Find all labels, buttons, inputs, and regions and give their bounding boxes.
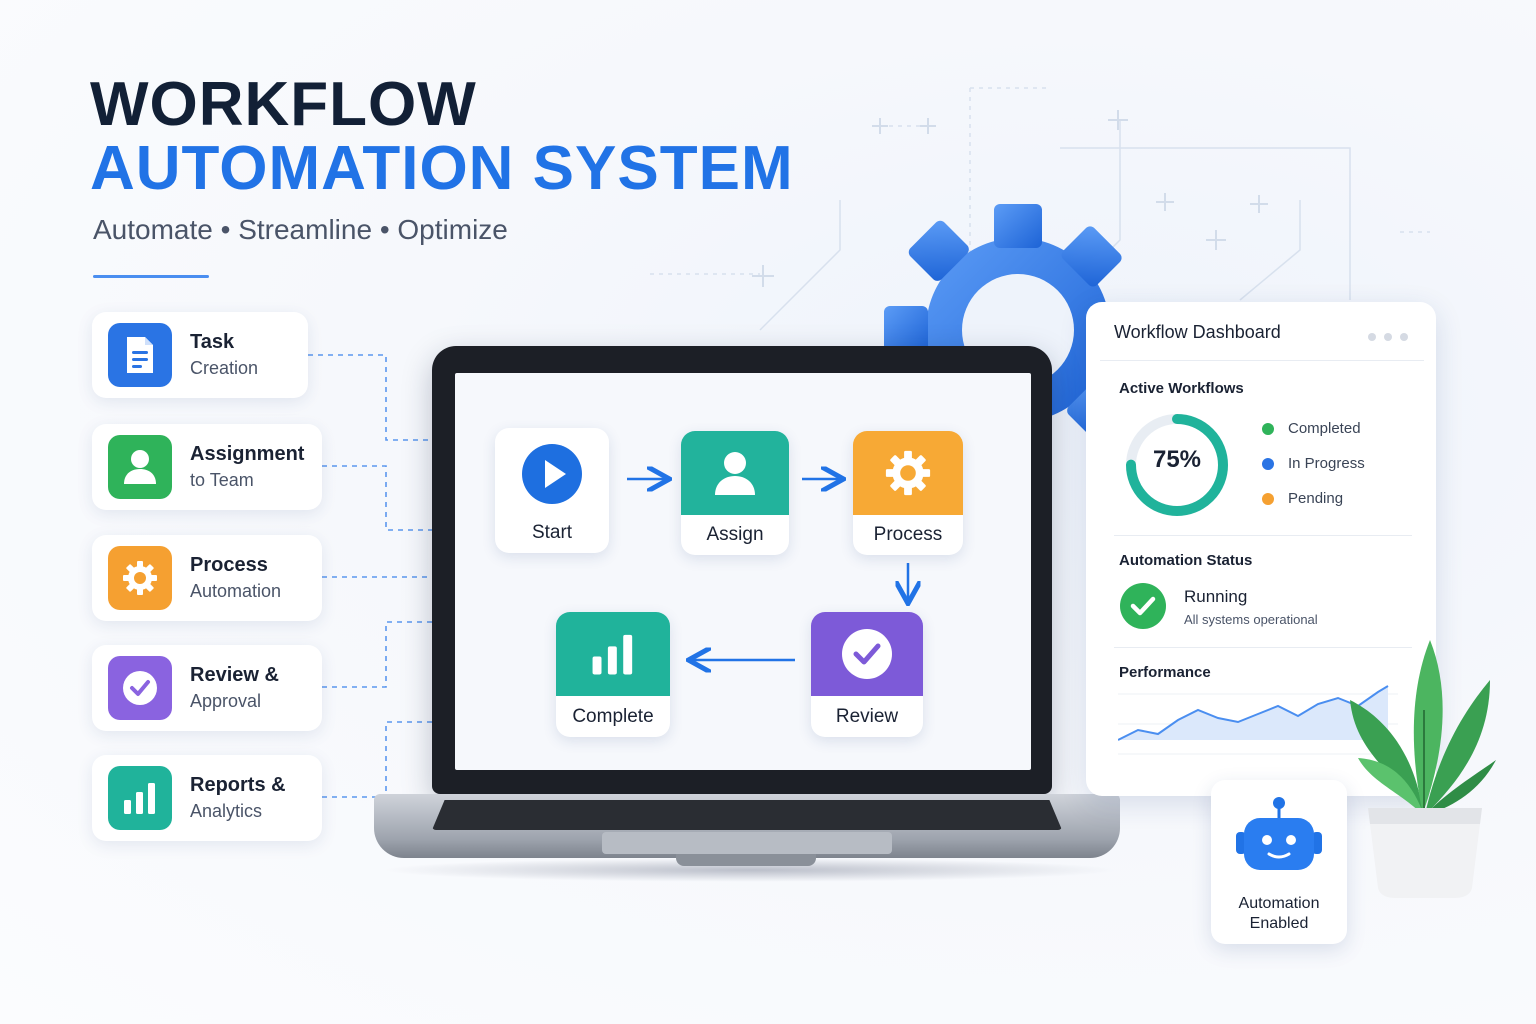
tagline: Automate • Streamline • Optimize — [93, 214, 508, 245]
status-dot — [1262, 457, 1274, 470]
feature-title: Assignment — [190, 443, 305, 465]
robot-label-line-1: Automation — [1238, 895, 1320, 912]
flow-node-label: Review — [835, 706, 899, 727]
flow-node-label: Process — [873, 524, 943, 545]
status-dot — [1262, 492, 1274, 505]
automation-status-title: Automation Status — [1119, 552, 1253, 569]
check-circle-icon — [811, 612, 923, 696]
title-line-2: AUTOMATION SYSTEM — [90, 134, 794, 203]
dashboard-divider — [1114, 647, 1412, 648]
gear-icon — [853, 431, 963, 515]
legend-label: Pending — [1288, 490, 1344, 507]
feature-subtitle: Analytics — [190, 801, 263, 821]
feature-assignment[interactable]: Assignment to Team — [92, 424, 322, 510]
laptop-notch — [676, 854, 816, 866]
feature-subtitle: to Team — [190, 470, 254, 490]
legend-in-progress: In Progress — [1262, 455, 1365, 472]
feature-task-creation[interactable]: Task Creation — [92, 312, 308, 398]
feature-review-approval[interactable]: Review & Approval — [92, 645, 322, 731]
laptop-keyboard — [432, 800, 1062, 830]
play-icon — [495, 428, 609, 520]
bar-chart-icon — [108, 766, 172, 830]
progress-ring — [1126, 414, 1228, 516]
feature-title: Reports & — [190, 774, 286, 796]
workflow-legend: Completed In Progress Pending — [1262, 420, 1365, 507]
plant-decoration — [1350, 640, 1496, 898]
document-icon — [108, 323, 172, 387]
laptop-trackpad — [602, 832, 892, 854]
accent-divider — [93, 275, 209, 278]
person-icon — [681, 431, 789, 515]
legend-label: In Progress — [1288, 455, 1365, 472]
flow-node-assign[interactable]: Assign — [681, 431, 789, 555]
flow-node-label: Complete — [572, 706, 654, 727]
progress-ring-label: 75% — [1152, 446, 1202, 473]
legend-label: Completed — [1288, 420, 1361, 437]
bar-chart-icon — [556, 612, 670, 696]
flow-node-review[interactable]: Review — [811, 612, 923, 737]
dashboard-divider — [1114, 535, 1412, 536]
check-circle-icon — [1120, 583, 1166, 629]
person-icon — [108, 435, 172, 499]
feature-reports-analytics[interactable]: Reports & Analytics — [92, 755, 322, 841]
flow-node-label: Assign — [706, 524, 764, 545]
status-value: Running — [1184, 587, 1248, 606]
dashboard-divider — [1100, 360, 1424, 361]
robot-icon — [1236, 797, 1322, 870]
legend-pending: Pending — [1262, 490, 1365, 507]
robot-label-line-2: Enabled — [1249, 915, 1309, 932]
active-workflows-title: Active Workflows — [1119, 380, 1244, 397]
feature-process-automation[interactable]: Process Automation — [92, 535, 322, 621]
status-detail: All systems operational — [1184, 612, 1318, 627]
feature-connectors — [308, 354, 440, 798]
title-line-1: WORKFLOW — [90, 70, 477, 139]
flow-node-complete[interactable]: Complete — [556, 612, 670, 737]
gear-icon — [108, 546, 172, 610]
feature-subtitle: Approval — [190, 691, 262, 711]
flow-node-label: Start — [531, 522, 573, 543]
feature-subtitle: Creation — [190, 358, 259, 378]
automation-enabled-label: Automation Enabled — [1211, 894, 1347, 934]
flow-node-process[interactable]: Process — [853, 431, 963, 555]
more-options-icon[interactable] — [1368, 328, 1416, 346]
feature-title: Review & — [190, 664, 279, 686]
flow-node-start[interactable]: Start — [495, 428, 609, 553]
progress-ring-arc — [1126, 414, 1228, 516]
feature-title: Task — [190, 331, 235, 353]
performance-title: Performance — [1119, 664, 1211, 681]
check-circle-icon — [108, 656, 172, 720]
legend-completed: Completed — [1262, 420, 1365, 437]
flow-arrows — [627, 373, 1031, 770]
feature-subtitle: Automation — [190, 581, 282, 601]
feature-title: Process — [190, 554, 268, 576]
status-dot — [1262, 422, 1274, 435]
dashboard-title: Workflow Dashboard — [1114, 322, 1281, 342]
